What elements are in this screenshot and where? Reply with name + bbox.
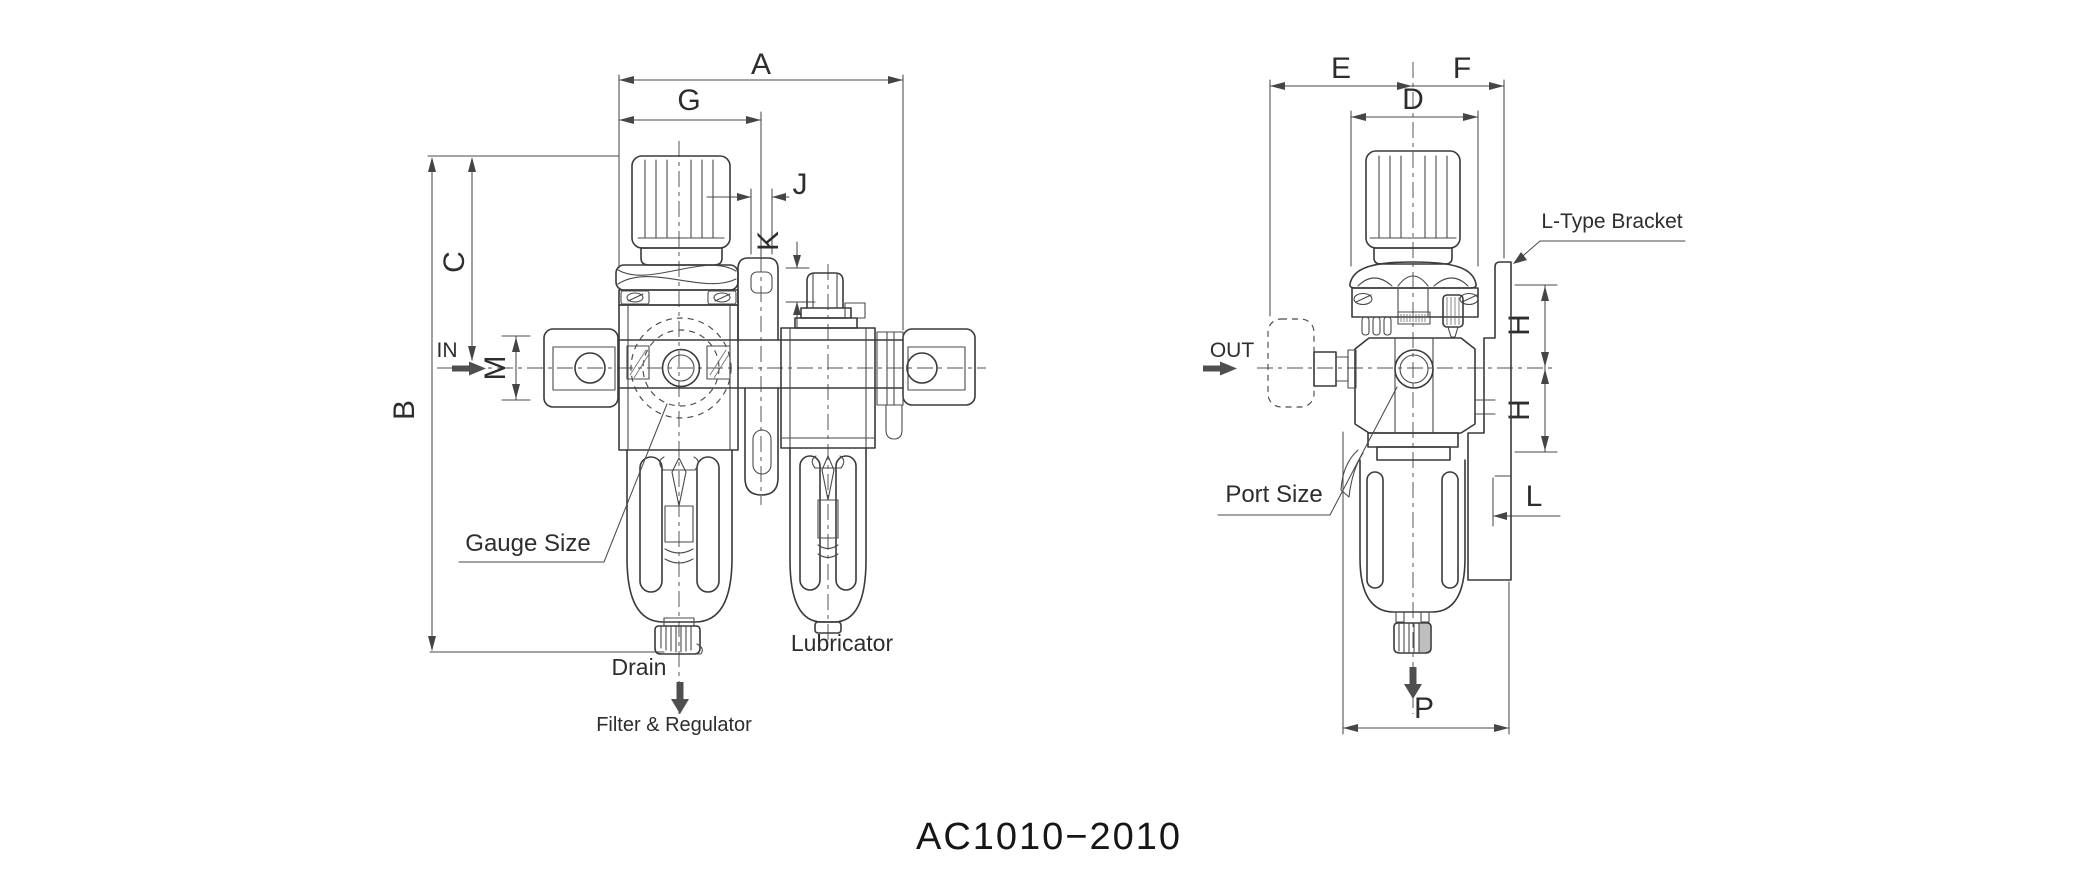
callout-l-type-bracket: L-Type Bracket: [1513, 210, 1686, 264]
side-bonnet: [1349, 261, 1479, 318]
screw-icon: [1459, 292, 1479, 306]
in-label: IN: [437, 339, 458, 362]
filter-bowl: [626, 449, 733, 623]
lubricator-unit: [780, 272, 876, 634]
screw-icon: [713, 292, 731, 303]
dimension-j: J: [706, 168, 808, 255]
drain-arrow-icon: [1409, 667, 1417, 685]
mounting-bracket-right: [876, 328, 976, 440]
knob-skirt: [640, 247, 723, 266]
dimension-e-f: E F: [1269, 52, 1505, 317]
dim-label-h-upper: H: [1503, 314, 1536, 336]
dim-label-p: P: [1414, 692, 1434, 725]
dim-label-f: F: [1453, 52, 1471, 85]
side-midsection: [1359, 294, 1464, 338]
mounting-bracket-left: [543, 328, 619, 408]
screw-icon: [1353, 292, 1373, 306]
dimension-k: K: [752, 231, 816, 329]
bonnet: [615, 264, 739, 291]
label-drain: Drain: [612, 654, 689, 714]
dimension-m: M: [479, 335, 531, 401]
dim-label-a: A: [751, 48, 771, 81]
side-view: E F D H H: [1203, 52, 1686, 735]
out-label: OUT: [1210, 339, 1255, 362]
screw-plate: [618, 289, 739, 306]
dim-label-g: G: [677, 84, 700, 117]
out-arrow-icon: [1203, 365, 1221, 372]
dim-label-k: K: [752, 231, 785, 251]
pressure-gauge-dashed: [1267, 318, 1357, 408]
dim-label-j: J: [793, 168, 808, 201]
side-drain: [1392, 611, 1433, 699]
centerlines-front: [437, 141, 986, 714]
regulator-knob: [631, 155, 731, 266]
dimension-b: B: [388, 157, 665, 653]
filter-regulator-label: Filter & Regulator: [596, 714, 752, 736]
port-rail: [617, 339, 904, 389]
front-view: A G C B: [388, 48, 986, 736]
side-bowl: [1340, 449, 1466, 613]
regulator-body: [618, 304, 739, 451]
in-arrow-icon: [452, 365, 470, 372]
side-body: [1354, 337, 1476, 461]
dim-label-l: L: [1526, 480, 1543, 513]
drain-label: Drain: [612, 654, 667, 680]
connector-clamp: [737, 257, 779, 496]
inlet-port: [661, 348, 701, 388]
bowl-latch: [1340, 449, 1364, 498]
l-type-bracket-label: L-Type Bracket: [1541, 210, 1682, 233]
drain-arrow-icon: [676, 682, 684, 700]
screw-icon: [626, 292, 644, 303]
dim-label-h-lower: H: [1503, 399, 1536, 421]
gauge-size-label: Gauge Size: [465, 530, 590, 557]
callout-gauge-size: Gauge Size: [458, 403, 668, 563]
l-type-bracket: [1467, 261, 1512, 581]
dimension-l: L: [1492, 477, 1561, 527]
drain-knob: [654, 617, 703, 655]
port-size-label: Port Size: [1225, 481, 1322, 508]
dim-label-b: B: [388, 400, 421, 420]
bracket-hole: [574, 352, 606, 384]
oil-fill-plug: [806, 272, 844, 309]
flow-in: IN: [437, 339, 486, 376]
centerlines-side: [1257, 62, 1556, 714]
outlet-port: [1394, 349, 1434, 389]
relief-knob: [1442, 294, 1464, 328]
dim-label-e: E: [1331, 52, 1351, 85]
dim-label-d: D: [1402, 83, 1424, 116]
dimension-g: G: [618, 84, 762, 257]
drawing-title: AC1010−2010: [916, 816, 1182, 858]
callout-port-size: Port Size: [1217, 386, 1398, 516]
lubricator-label: Lubricator: [791, 630, 894, 656]
dimension-p: P: [1342, 431, 1510, 735]
bracket-hole: [906, 352, 938, 384]
dimension-a: A: [618, 48, 904, 331]
flow-out: OUT: [1203, 339, 1254, 376]
dimension-d: D: [1350, 83, 1479, 267]
dimension-c: C: [427, 155, 620, 361]
gauge-circle-dashed: [630, 317, 732, 419]
dim-label-c: C: [438, 251, 471, 273]
